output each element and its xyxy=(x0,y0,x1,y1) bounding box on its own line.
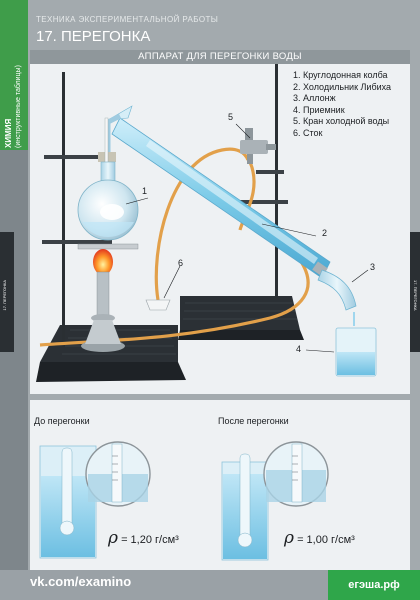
drain-cup xyxy=(145,299,171,311)
receiver-beaker xyxy=(335,312,377,377)
series-title: ТЕХНИКА ЭКСПЕРИМЕНТАЛЬНОЙ РАБОТЫ xyxy=(36,15,219,24)
cylinder-after xyxy=(221,453,269,561)
legend-item-3: 3.Аллонж xyxy=(293,93,336,103)
left-strip: ХИМИЯ (инструктивные таблицы) 17. ПЕРЕГО… xyxy=(0,0,28,600)
legend-item-6: 6.Сток xyxy=(293,127,323,138)
callout-3: 3 xyxy=(370,262,376,272)
left-side-mark xyxy=(0,232,14,352)
stand-base-right xyxy=(178,296,304,340)
inlet-tube xyxy=(238,161,256,231)
clamps xyxy=(42,155,288,244)
panel-title: АППАРАТ ДЛЯ ПЕРЕГОНКИ ВОДЫ xyxy=(30,50,410,64)
callout-1: 1 xyxy=(142,186,148,196)
callout-4: 4 xyxy=(296,344,302,354)
density-after: ρ = 1,00 г/см³ xyxy=(284,528,355,548)
legend-item-4: 4.Приемник xyxy=(293,104,345,115)
density-before: ρ = 1,20 г/см³ xyxy=(108,528,179,548)
callout-6: 6 xyxy=(178,258,184,268)
callout-lines xyxy=(125,123,369,353)
zoom-after xyxy=(263,441,329,507)
after-label: После перегонки xyxy=(218,416,289,426)
burner xyxy=(77,243,139,352)
legend: 1.Круглодонная колба 2.Холодильник Либих… xyxy=(293,70,408,139)
footer-bar xyxy=(0,570,328,600)
stand-rod-left xyxy=(62,72,65,347)
round-bottom-flask xyxy=(77,161,139,241)
legend-item-5: 5.Кран холодной воды xyxy=(293,116,390,126)
legend-item-2: 2.Холодильник Либиха xyxy=(293,81,392,92)
before-label: До перегонки xyxy=(34,416,90,426)
subject-band xyxy=(0,0,28,150)
page-title: 17. ПЕРЕГОНКА xyxy=(36,28,151,45)
callout-5: 5 xyxy=(228,112,234,122)
stand-rod-right xyxy=(275,64,278,298)
adapter xyxy=(317,269,357,311)
callout-2: 2 xyxy=(322,228,328,238)
zoom-before xyxy=(85,441,151,507)
cold-water-tap xyxy=(240,128,276,164)
footer-watermark-left: vk.com/examino xyxy=(30,574,132,589)
legend-item-1: 1.Круглодонная колба xyxy=(293,70,388,80)
right-side-mark-text: 17. ПЕРЕГОНКА xyxy=(413,280,418,311)
footer-watermark-right: егэша.рф xyxy=(328,570,420,600)
